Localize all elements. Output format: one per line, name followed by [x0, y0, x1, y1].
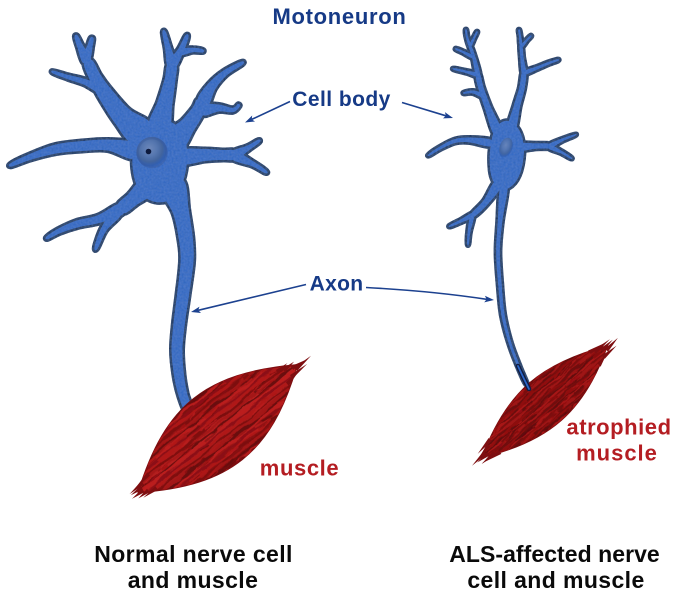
- svg-text:Axon: Axon: [310, 273, 364, 296]
- svg-text:ALS-affected nerve: ALS-affected nerve: [449, 541, 660, 567]
- svg-text:Cell body: Cell body: [292, 88, 391, 111]
- svg-text:and muscle: and muscle: [128, 567, 259, 593]
- svg-text:atrophied: atrophied: [566, 415, 671, 440]
- svg-text:Motoneuron: Motoneuron: [272, 4, 406, 29]
- svg-text:cell and muscle: cell and muscle: [467, 567, 644, 593]
- svg-text:muscle: muscle: [260, 456, 339, 481]
- svg-text:Normal nerve cell: Normal nerve cell: [94, 541, 293, 567]
- svg-text:muscle: muscle: [576, 441, 658, 466]
